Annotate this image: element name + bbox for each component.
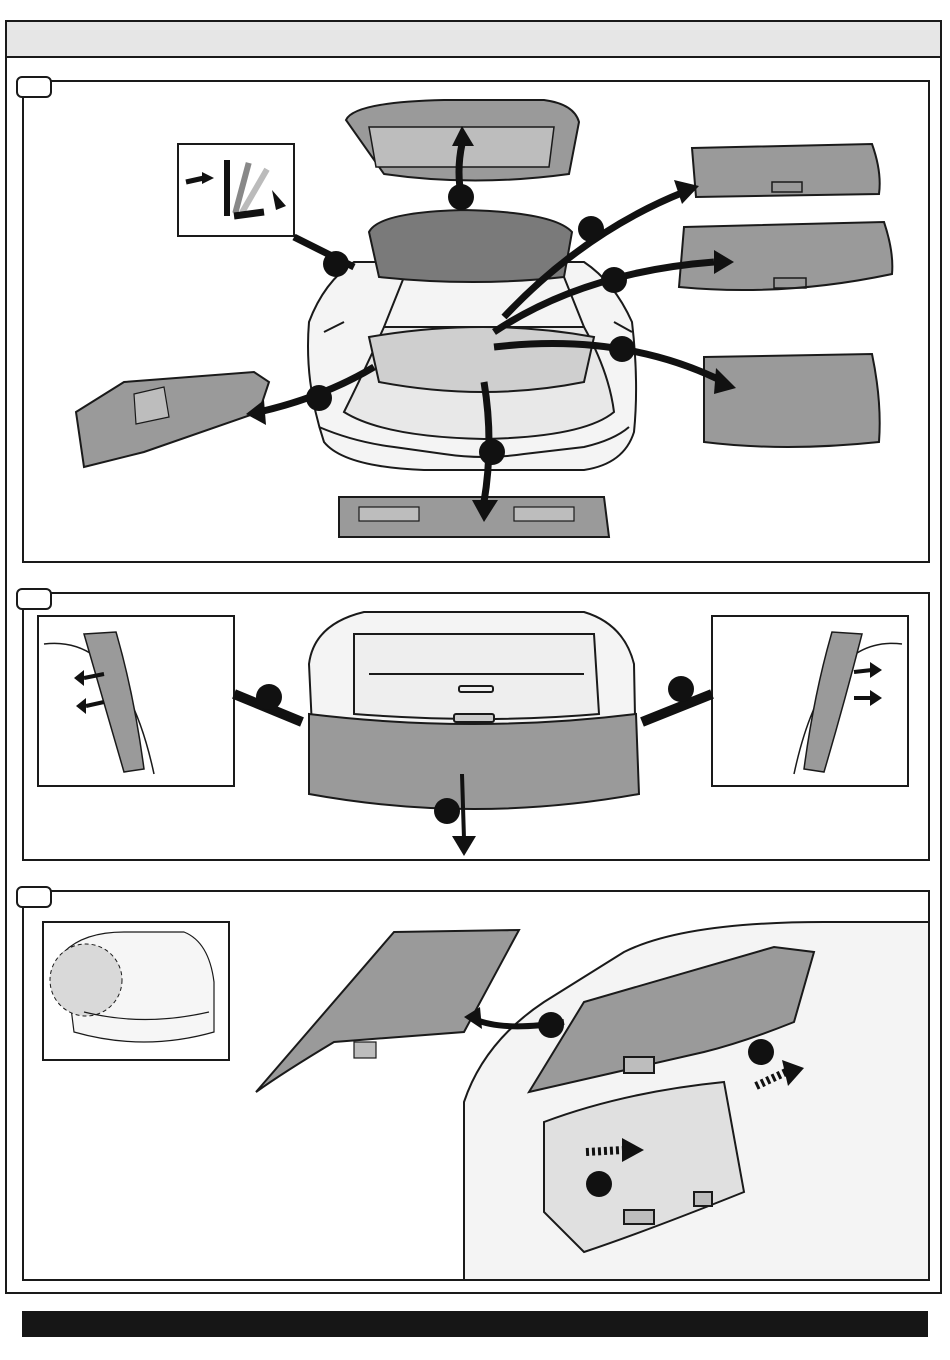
tailgate-trim-installed xyxy=(369,210,572,282)
callout-2 xyxy=(668,676,694,702)
step-2-panel xyxy=(22,592,930,861)
callout-2 xyxy=(748,1039,774,1065)
callout-1 xyxy=(256,684,282,710)
parcel-shelf-upper xyxy=(692,144,880,197)
callout-4 xyxy=(601,267,627,293)
step-1-panel xyxy=(22,80,930,563)
detail-highlight-circle xyxy=(50,944,122,1016)
callout-6 xyxy=(306,385,332,411)
boot-interior-view xyxy=(464,922,930,1281)
step-2-tab xyxy=(16,588,52,610)
step-3-tab xyxy=(16,886,52,908)
sheet-header xyxy=(7,22,940,58)
car-rear-bumper-view xyxy=(309,612,639,809)
step-1-illustration xyxy=(24,82,930,563)
callout-1 xyxy=(448,184,474,210)
footer-bar xyxy=(22,1311,928,1337)
tool-inset xyxy=(178,144,294,236)
step-3-panel xyxy=(22,890,930,1281)
parcel-shelf-lower xyxy=(679,222,892,290)
callout-3 xyxy=(578,216,604,242)
callout-2 xyxy=(323,251,349,277)
step-1-tab xyxy=(16,76,52,98)
step-3-illustration xyxy=(24,892,930,1281)
boot-floor-board xyxy=(704,354,880,447)
callout-3 xyxy=(586,1171,612,1197)
callout-1 xyxy=(538,1012,564,1038)
boot-floor xyxy=(369,327,594,392)
callout-7 xyxy=(479,439,505,465)
side-trim-removed xyxy=(76,372,269,467)
callout-3 xyxy=(434,798,460,824)
callout-5 xyxy=(609,336,635,362)
step-2-illustration xyxy=(24,594,930,861)
